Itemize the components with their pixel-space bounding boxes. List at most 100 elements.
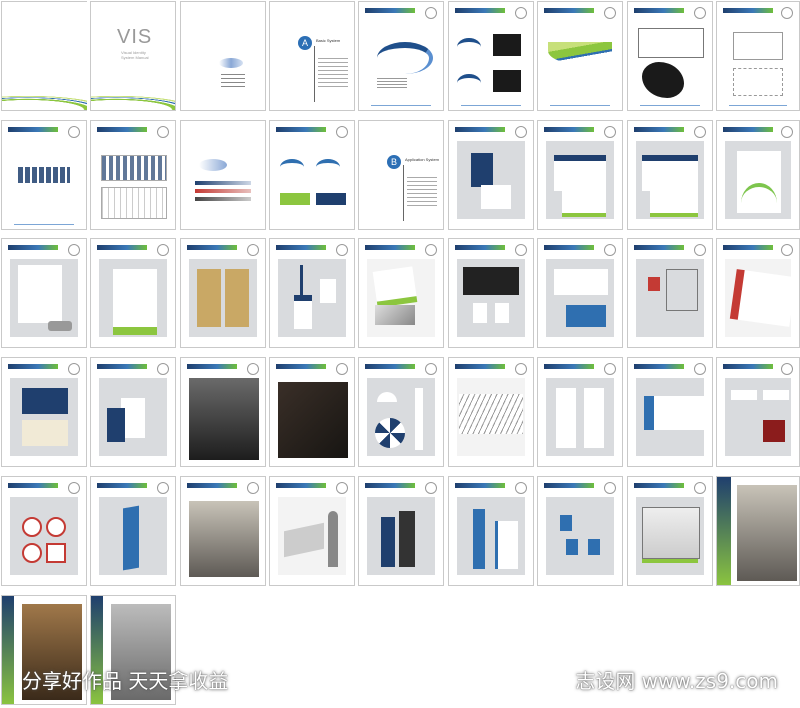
page-logo-icon (68, 363, 80, 375)
shop-photo (22, 604, 82, 700)
page-logo-icon (694, 482, 706, 494)
envelope-mockup (642, 155, 698, 191)
page-thumb-typeface-grid[interactable] (90, 120, 176, 230)
page-thumb-section-b[interactable]: B Application System (358, 120, 444, 230)
page-thumb-envelope-large[interactable] (627, 120, 713, 230)
paper-cup (473, 303, 487, 323)
page-thumb-color-scale[interactable] (180, 120, 266, 230)
page-thumb-door-glass[interactable] (627, 476, 713, 586)
page-thumb-pylon[interactable] (90, 476, 176, 586)
page-thumb-wall-logo[interactable] (90, 595, 176, 705)
page-thumb-info-board[interactable] (269, 476, 355, 586)
stapler-mockup (48, 321, 72, 331)
page-logo-icon (247, 363, 259, 375)
color-scale-bar (195, 197, 251, 201)
bag-cream (22, 420, 68, 446)
page-thumb-shopping-bag[interactable] (90, 357, 176, 467)
page-logo-icon (336, 363, 348, 375)
page-thumb-cups[interactable] (448, 238, 534, 348)
logo-grid-diagram (638, 28, 704, 58)
page-thumb-umbrella[interactable] (358, 357, 444, 467)
page-thumb-business-card[interactable] (448, 120, 534, 230)
notepad-mockup (18, 265, 62, 323)
page-thumb-desk-signage[interactable] (269, 357, 355, 467)
folder-mockup (113, 269, 157, 335)
page-logo-icon (604, 482, 616, 494)
stationery-set (644, 396, 706, 430)
page-thumb-envelope[interactable] (537, 120, 623, 230)
page-thumb-letterhead[interactable] (716, 120, 800, 230)
page-thumb-wall-letters[interactable] (537, 476, 623, 586)
paper-cup (495, 303, 509, 323)
page-thumb-lobby-sign[interactable] (180, 476, 266, 586)
page-thumb-shop-photo[interactable] (1, 595, 87, 705)
page-thumb-logo-variants[interactable] (448, 1, 534, 111)
page-thumb-color-band[interactable] (537, 1, 623, 111)
page-thumb-banner[interactable] (537, 357, 623, 467)
logo-mark-blue (457, 74, 481, 92)
page-thumb-stationery[interactable] (627, 357, 713, 467)
page-thumb-brochure[interactable] (716, 238, 800, 348)
logo-on-green (280, 193, 310, 205)
id-badge (320, 279, 336, 303)
page-thumb-cover[interactable]: VIS Visual Identity System Manual (90, 1, 176, 111)
page-thumb-intro[interactable] (180, 1, 266, 111)
id-badge (294, 295, 312, 329)
person-silhouette (328, 511, 338, 567)
page-thumb-door-plates[interactable] (716, 357, 800, 467)
section-b-badge: B (387, 155, 401, 169)
page-thumb-bag-photo[interactable] (180, 357, 266, 467)
color-scale-bar (195, 181, 251, 185)
page-thumb-logo-grid[interactable] (627, 1, 713, 111)
lanyard (300, 265, 303, 295)
section-b-title: Application System (405, 157, 440, 162)
page-thumb-paper-bag[interactable] (1, 357, 87, 467)
shopping-bag-navy (107, 408, 125, 442)
bag-navy (22, 388, 68, 414)
page-thumb-section-a[interactable]: A Basic System (269, 1, 355, 111)
page-thumb-kraft-envelope[interactable] (180, 238, 266, 348)
page-thumb-id-badge[interactable] (269, 238, 355, 348)
page-side-band (91, 596, 103, 704)
page-thumb-safety-signs[interactable] (1, 476, 87, 586)
totem-sign (495, 521, 518, 569)
page-thumb-logo[interactable] (358, 1, 444, 111)
section-a-title: Basic System (316, 38, 341, 43)
cd-sleeve (372, 266, 418, 308)
page-logo-icon (694, 7, 706, 19)
wordmark-grid (101, 187, 167, 219)
page-thumb-vehicle[interactable] (448, 357, 534, 467)
page-thumb-corridor[interactable] (716, 476, 800, 586)
brochure-mockup (729, 269, 797, 327)
business-card-white (481, 185, 511, 209)
page-logo-icon (781, 244, 793, 256)
mockup-panel (546, 497, 614, 575)
page-thumb-folder[interactable] (90, 238, 176, 348)
page-thumb-blank[interactable] (1, 1, 87, 111)
page-logo-icon (515, 482, 527, 494)
dark-backdrop (463, 267, 519, 295)
safety-sign (46, 543, 66, 563)
page-thumb-signboard[interactable] (537, 238, 623, 348)
paper-stack (375, 305, 415, 325)
page-thumb-gift-pack[interactable] (627, 238, 713, 348)
page-logo-icon (425, 482, 437, 494)
flag-pole (415, 388, 423, 450)
page-thumb-notepad[interactable] (1, 238, 87, 348)
page-thumb-logo-combos[interactable] (269, 120, 355, 230)
page-logo-icon (604, 363, 616, 375)
wall-letter (588, 539, 600, 555)
cover-subtitle: Visual Identity System Manual (121, 50, 149, 60)
page-thumb-totem-blue[interactable] (448, 476, 534, 586)
totem-sign (473, 509, 485, 569)
page-logo-icon (425, 244, 437, 256)
page-logo-icon (604, 126, 616, 138)
door-plate (731, 390, 757, 400)
mockup-panel (10, 497, 78, 575)
page-thumb-typeface[interactable] (1, 120, 87, 230)
safety-sign (22, 517, 42, 537)
page-thumb-totem[interactable] (358, 476, 444, 586)
envelope-mockup (554, 155, 606, 191)
page-thumb-cd[interactable] (358, 238, 444, 348)
page-thumb-logo-spacing[interactable] (716, 1, 800, 111)
